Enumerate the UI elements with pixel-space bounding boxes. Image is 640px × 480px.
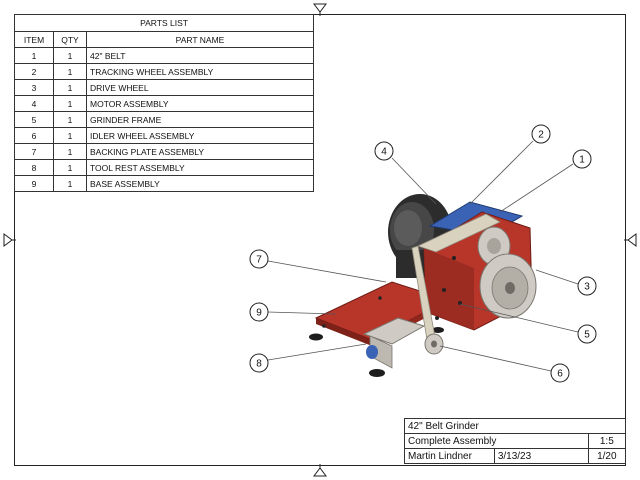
leader-8 <box>267 343 367 361</box>
row-part-name: BASE ASSEMBLY <box>86 175 314 192</box>
balloon-label-5: 5 <box>584 330 590 341</box>
balloon-label-2: 2 <box>538 130 544 141</box>
drawing-date: 3/13/23 <box>493 448 589 464</box>
balloon-7 <box>249 249 269 269</box>
balloon-1 <box>572 149 592 169</box>
drawing-title: 42" Belt Grinder <box>404 418 626 434</box>
title-block: 42" Belt Grinder Complete Assembly 1:5 M… <box>404 418 627 464</box>
balloon-label-9: 9 <box>256 308 262 319</box>
balloon-label-8: 8 <box>256 359 262 370</box>
balloon-label-4: 4 <box>381 147 387 158</box>
leader-5 <box>459 303 579 333</box>
leader-7 <box>267 260 387 283</box>
balloon-label-3: 3 <box>584 282 590 293</box>
foot <box>309 333 323 341</box>
balloon-label-7: 7 <box>256 255 262 266</box>
balloon-5 <box>577 324 597 344</box>
leader-2 <box>469 140 534 205</box>
leader-3 <box>535 269 579 285</box>
balloon-label-1: 1 <box>579 155 585 166</box>
top-center-mark <box>313 3 327 16</box>
foot <box>369 369 385 377</box>
right-center-mark <box>624 233 637 247</box>
balloon-8 <box>249 353 269 373</box>
left-center-mark <box>3 233 16 247</box>
leader-4 <box>391 157 437 205</box>
balloon-6 <box>550 363 570 383</box>
drawing-sheet: 1/20 <box>587 448 627 464</box>
balloon-label-6: 6 <box>557 369 563 380</box>
drawing-author: Martin Lindner <box>404 448 495 464</box>
leader-9 <box>267 311 337 315</box>
tool-rest <box>362 317 426 345</box>
leader-6 <box>439 345 552 372</box>
balloon-9 <box>249 302 269 322</box>
balloon-2 <box>531 124 551 144</box>
bottom-center-mark <box>313 464 327 477</box>
drawing-scale: 1:5 <box>587 433 627 449</box>
balloon-4 <box>374 141 394 161</box>
foot <box>432 327 444 333</box>
leader-1 <box>499 163 574 213</box>
tool-rest-knob <box>366 345 378 359</box>
balloon-3 <box>577 276 597 296</box>
drawing-subtitle: Complete Assembly <box>404 433 589 449</box>
